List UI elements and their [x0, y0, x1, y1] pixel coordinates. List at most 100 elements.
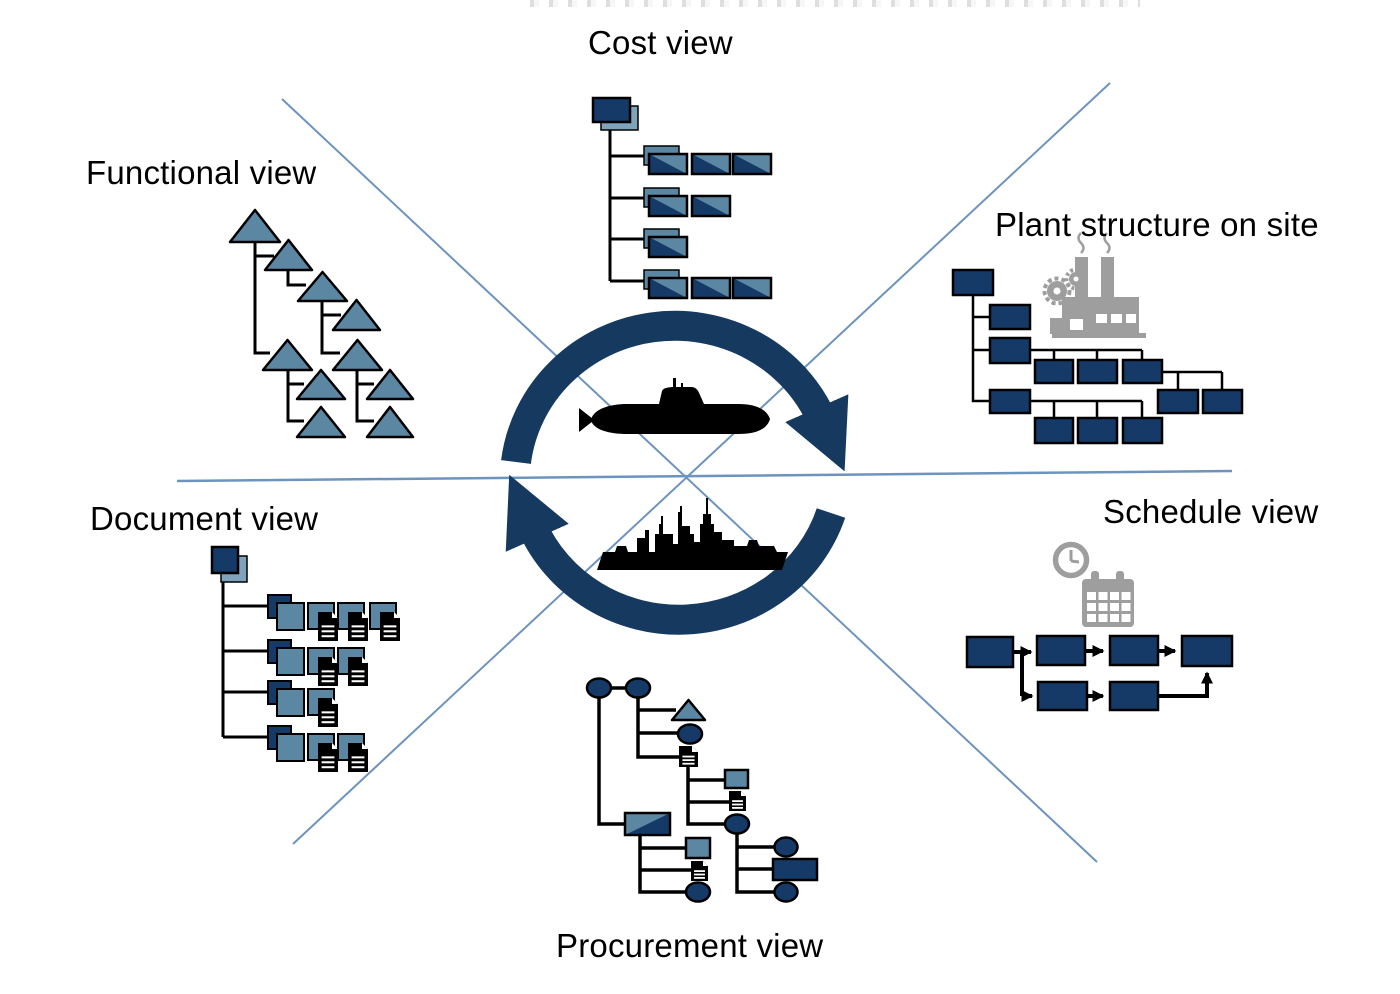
- functional-node: [228, 208, 282, 244]
- document-icon: [691, 861, 708, 881]
- functional-node: [331, 298, 382, 332]
- schedule-task: [1036, 680, 1089, 712]
- cost-node: [647, 194, 689, 218]
- schedule-task: [1108, 634, 1160, 667]
- procurement-node: [684, 836, 712, 860]
- procurement-connector: [735, 833, 774, 894]
- procurement-node: [684, 881, 712, 903]
- procurement-node: [670, 698, 707, 722]
- procurement-connector: [686, 767, 725, 826]
- cost-view-title: Cost view: [588, 24, 733, 61]
- cost-node: [647, 152, 689, 176]
- schedule-view-title: Schedule view: [1103, 493, 1319, 530]
- factory-smoke: [1103, 232, 1111, 254]
- plant-node: [1201, 388, 1244, 415]
- schedule-task: [965, 635, 1015, 669]
- cost-node: [690, 152, 732, 176]
- document-node: [276, 602, 305, 631]
- cycle-arrow-top: [501, 310, 849, 472]
- submarine-stern: [579, 408, 593, 432]
- procurement-node: [723, 813, 751, 835]
- document-icon: [318, 657, 338, 686]
- document-view-title: Document view: [90, 500, 319, 537]
- schedule-arrow: [1158, 671, 1213, 698]
- plant-node: [1076, 416, 1119, 445]
- functional-node: [331, 338, 384, 372]
- plant-node: [1121, 358, 1164, 385]
- submarine-periscope: [681, 383, 683, 390]
- cost-node: [690, 276, 732, 300]
- procurement-connector: [636, 697, 679, 759]
- document-icon: [348, 657, 368, 686]
- document-icon: [318, 612, 338, 641]
- factory-chimney: [1101, 257, 1114, 299]
- document-icon: [380, 612, 400, 641]
- factory-window: [1126, 314, 1136, 323]
- document-root-node: [210, 545, 240, 575]
- schedule-task: [1108, 680, 1160, 712]
- background-diagonal-line-1: [281, 98, 1098, 863]
- functional-node: [296, 270, 349, 303]
- functional-view-title: Functional view: [86, 154, 317, 191]
- plant-node: [1033, 358, 1075, 385]
- functional-connector: [320, 301, 340, 355]
- document-icon: [348, 612, 368, 641]
- functional-node: [295, 405, 347, 439]
- plant-node: [1076, 358, 1119, 385]
- procurement-node: [771, 857, 819, 882]
- procurement-node: [623, 811, 672, 837]
- plant-node: [1121, 416, 1164, 445]
- functional-node: [261, 338, 314, 372]
- gear-icon: [1064, 267, 1088, 291]
- procurement-node: [624, 677, 652, 699]
- procurement-connector: [638, 835, 686, 894]
- warship-silhouette: [597, 498, 788, 570]
- factory-door: [1070, 319, 1083, 330]
- cost-node: [731, 152, 773, 176]
- functional-connector: [253, 242, 270, 355]
- submarine-sail: [659, 387, 704, 404]
- procurement-node: [723, 768, 750, 790]
- schedule-task: [1035, 634, 1087, 667]
- cost-node: [647, 276, 689, 300]
- clock-hand: [1070, 559, 1080, 564]
- factory-window: [1096, 314, 1107, 323]
- document-node: [276, 647, 305, 676]
- functional-connector: [355, 370, 374, 423]
- document-icon: [729, 791, 746, 811]
- document-icon: [318, 698, 338, 727]
- gear-icon: [1042, 276, 1072, 306]
- cost-node: [647, 235, 689, 259]
- schedule-task: [1180, 634, 1234, 668]
- functional-connector: [286, 370, 304, 423]
- functional-node: [365, 368, 415, 401]
- calendar-grid: [1087, 592, 1131, 622]
- functional-connector: [286, 270, 306, 287]
- document-icon: [679, 746, 698, 767]
- procurement-view-title: Procurement view: [556, 927, 824, 964]
- plant-node: [988, 388, 1032, 415]
- submarine-periscope: [673, 378, 676, 389]
- document-icon: [318, 743, 338, 772]
- plant-node: [988, 336, 1032, 365]
- procurement-node: [585, 677, 613, 699]
- plant-structure-title: Plant structure on site: [995, 206, 1319, 243]
- cost-root-node: [591, 96, 632, 124]
- plant-node: [988, 303, 1032, 331]
- schedule-connector: [1013, 650, 1024, 696]
- cost-node: [690, 194, 732, 218]
- procurement-node: [676, 723, 704, 745]
- factory-window: [1111, 314, 1122, 323]
- factory-smoke: [1077, 232, 1085, 254]
- functional-node: [263, 238, 314, 272]
- background-horizontal-line: [176, 469, 1233, 483]
- document-node: [276, 688, 305, 717]
- document-icon: [348, 743, 368, 772]
- procurement-node: [773, 836, 799, 858]
- plant-node: [1156, 388, 1200, 415]
- plant-root-node: [951, 268, 995, 297]
- functional-node: [295, 368, 347, 401]
- plant-trunk: [971, 295, 990, 403]
